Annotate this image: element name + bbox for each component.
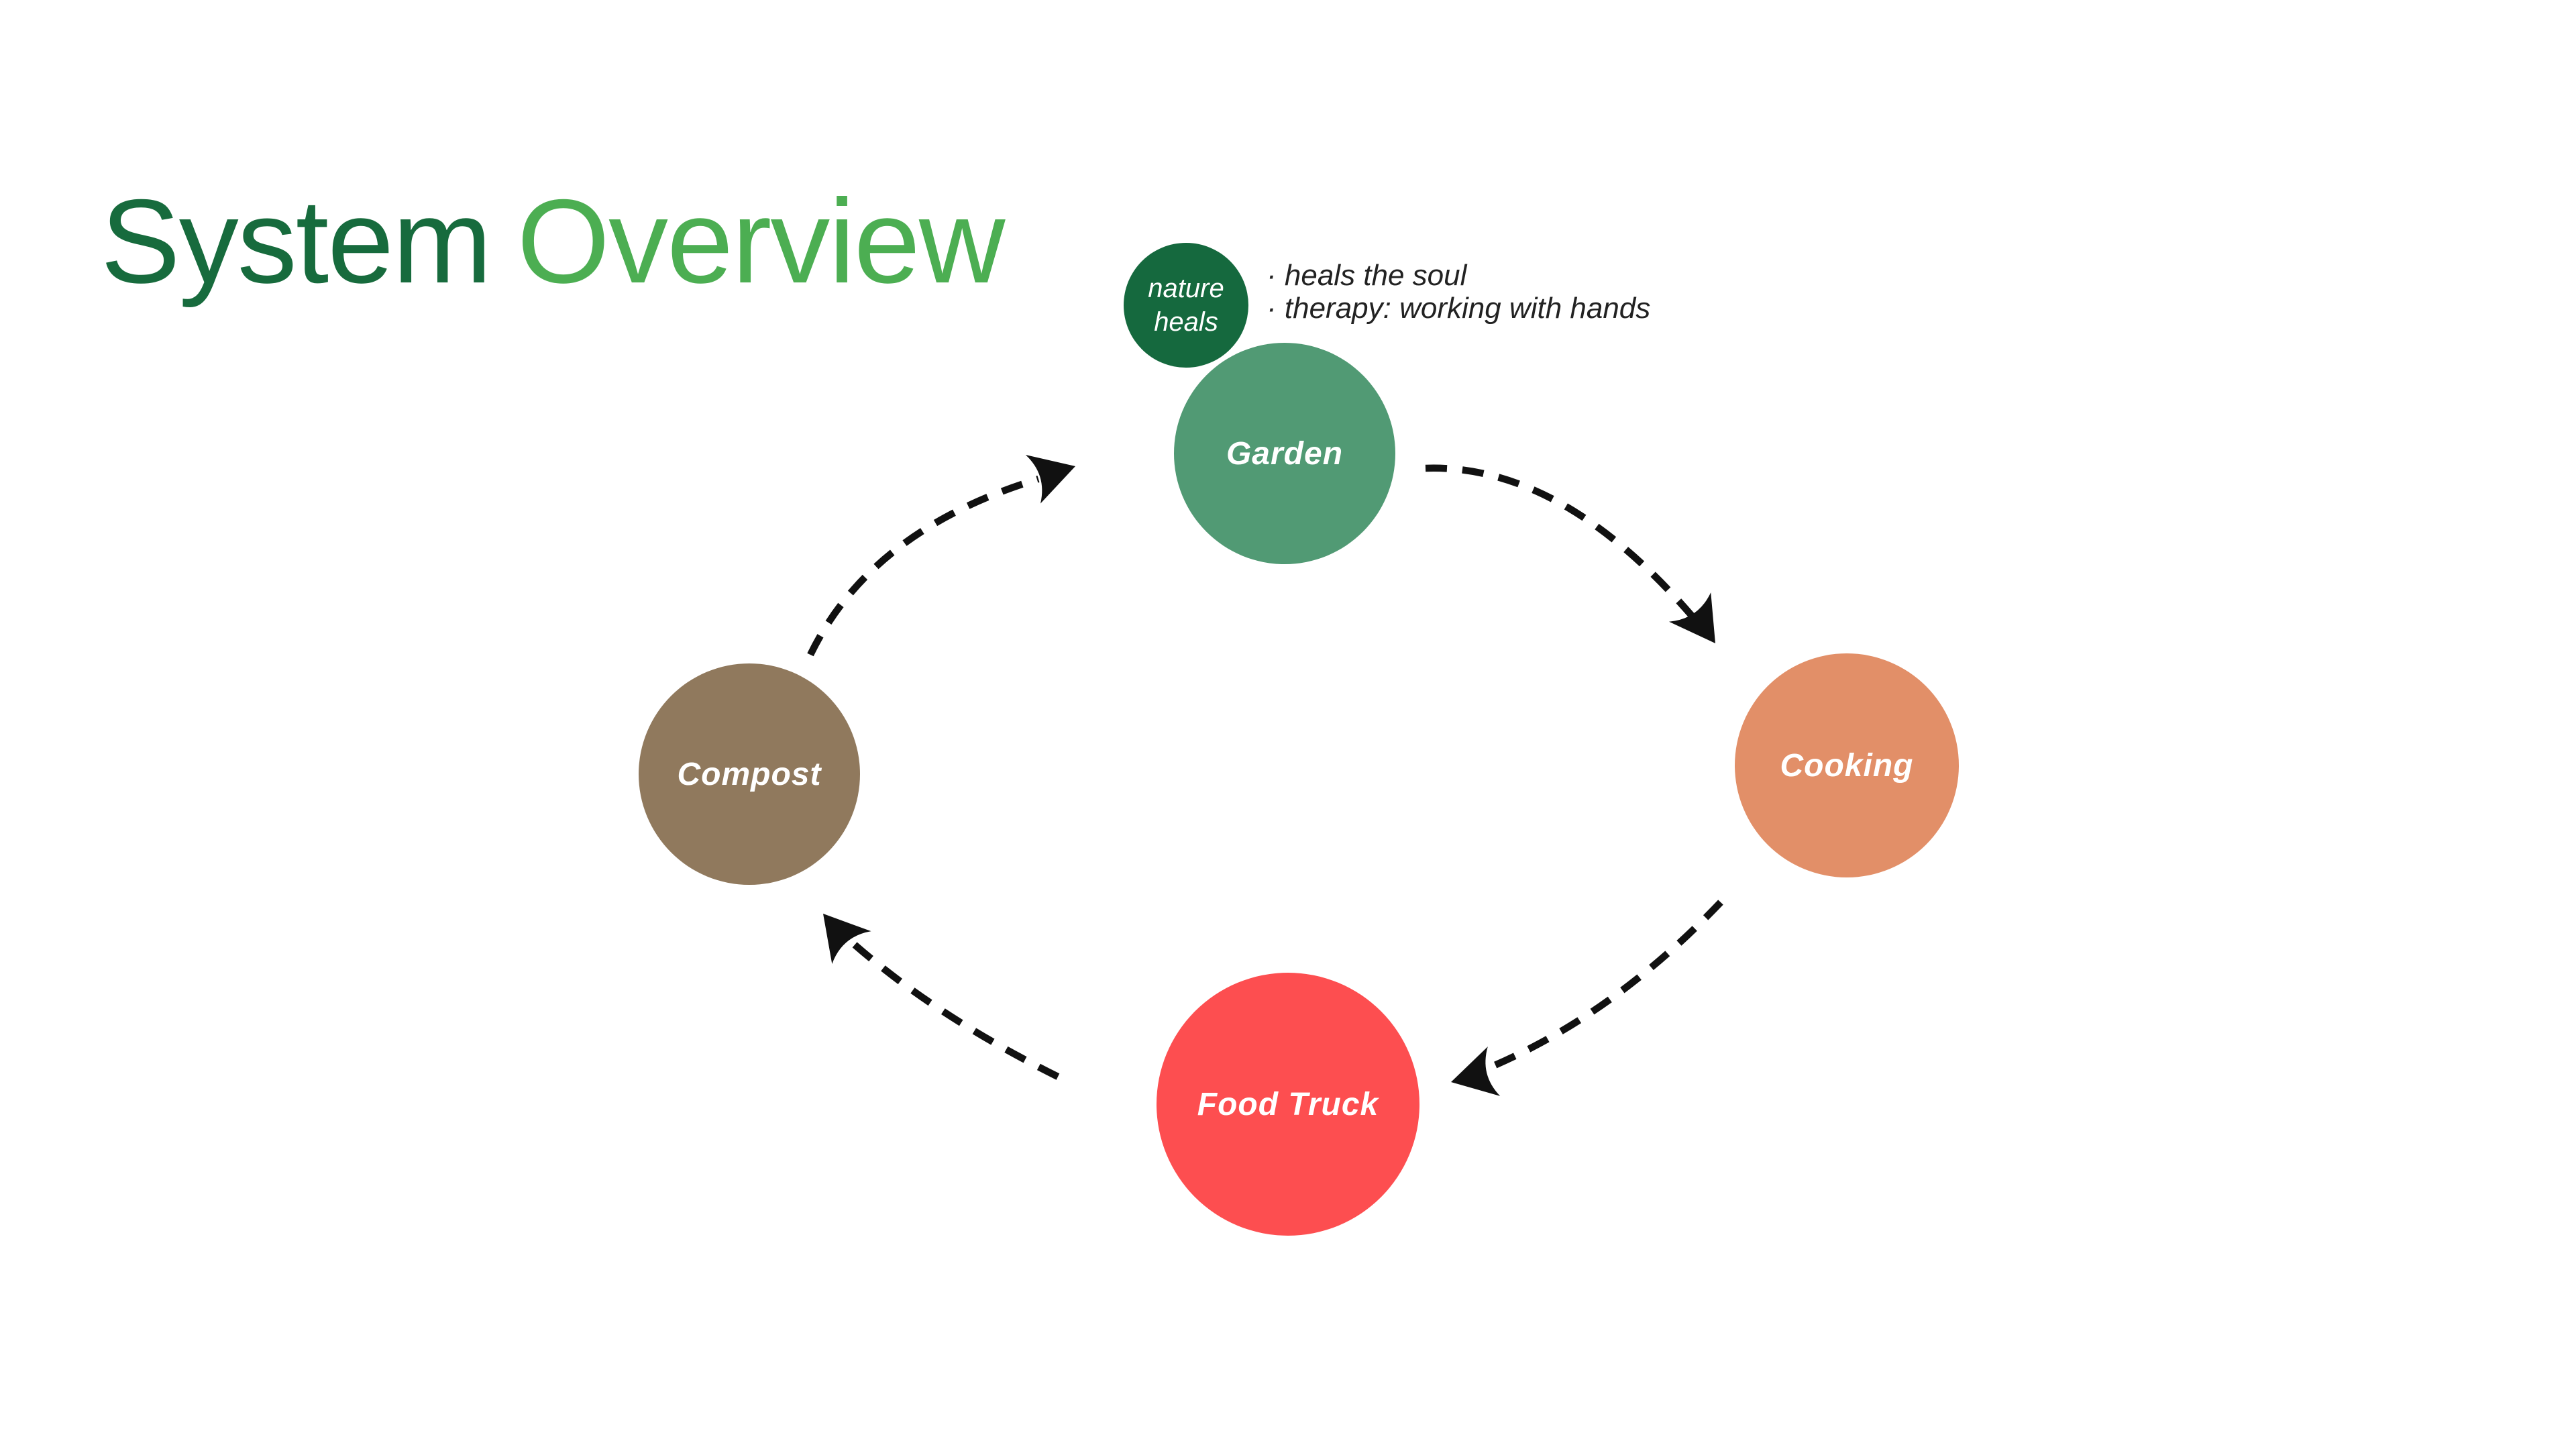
page-title-secondary: Overview (517, 174, 1006, 309)
node-cooking-label: Cooking (1780, 747, 1914, 784)
garden-annotation-bullets: · heals the soul · therapy: working with… (1267, 259, 1650, 325)
node-food-truck: Food Truck (1157, 973, 1419, 1236)
nature-heals-badge-line1: nature (1148, 274, 1224, 303)
node-garden: Garden (1174, 343, 1395, 564)
connector-cooking-to-food-truck (1483, 900, 1723, 1073)
node-cooking: Cooking (1735, 653, 1959, 877)
connector-food-truck-to-compost (848, 938, 1060, 1080)
node-compost: Compost (639, 663, 860, 885)
arrowhead-to-cooking (1669, 592, 1737, 658)
nature-heals-badge: nature heals (1124, 243, 1248, 368)
bullet-heals-the-soul: · heals the soul (1267, 259, 1467, 292)
page-title-primary: System (101, 174, 492, 309)
arrowhead-to-compost (803, 897, 871, 964)
connector-compost-to-garden (807, 475, 1040, 657)
arrowhead-to-food-truck (1444, 1046, 1501, 1107)
bullet-therapy-working-with-hands: · therapy: working with hands (1267, 292, 1651, 325)
arrowhead-to-garden (1025, 441, 1083, 504)
nature-heals-badge-line2: heals (1154, 307, 1218, 337)
node-compost-label: Compost (677, 756, 822, 792)
connector-garden-to-cooking (1425, 464, 1695, 619)
node-garden-label: Garden (1226, 435, 1344, 472)
node-food-truck-label: Food Truck (1197, 1086, 1379, 1122)
